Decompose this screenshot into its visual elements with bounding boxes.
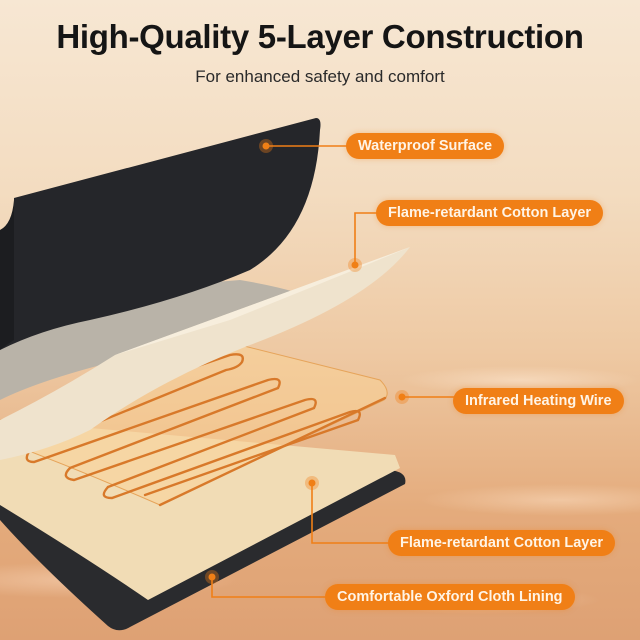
heating-wire-plate [0,344,388,506]
heating-wire [3,353,387,507]
label-waterproof-surface: Waterproof Surface [346,133,505,159]
page-title: High-Quality 5-Layer Construction [56,18,584,55]
dot-marker-icons [205,139,409,584]
cotton-layer-top [0,247,410,460]
callout-connectors [211,145,455,598]
label-flame-retardant-cotton-bottom: Flame-retardant Cotton Layer [388,530,616,556]
page-subtitle: For enhanced safety and comfort [195,67,445,86]
label-infrared-heating-wire: Infrared Heating Wire [453,388,624,414]
waterproof-surface-layer [0,118,321,350]
label-flame-retardant-cotton-top: Flame-retardant Cotton Layer [376,200,604,226]
label-oxford-cloth-lining: Comfortable Oxford Cloth Lining [325,584,575,610]
